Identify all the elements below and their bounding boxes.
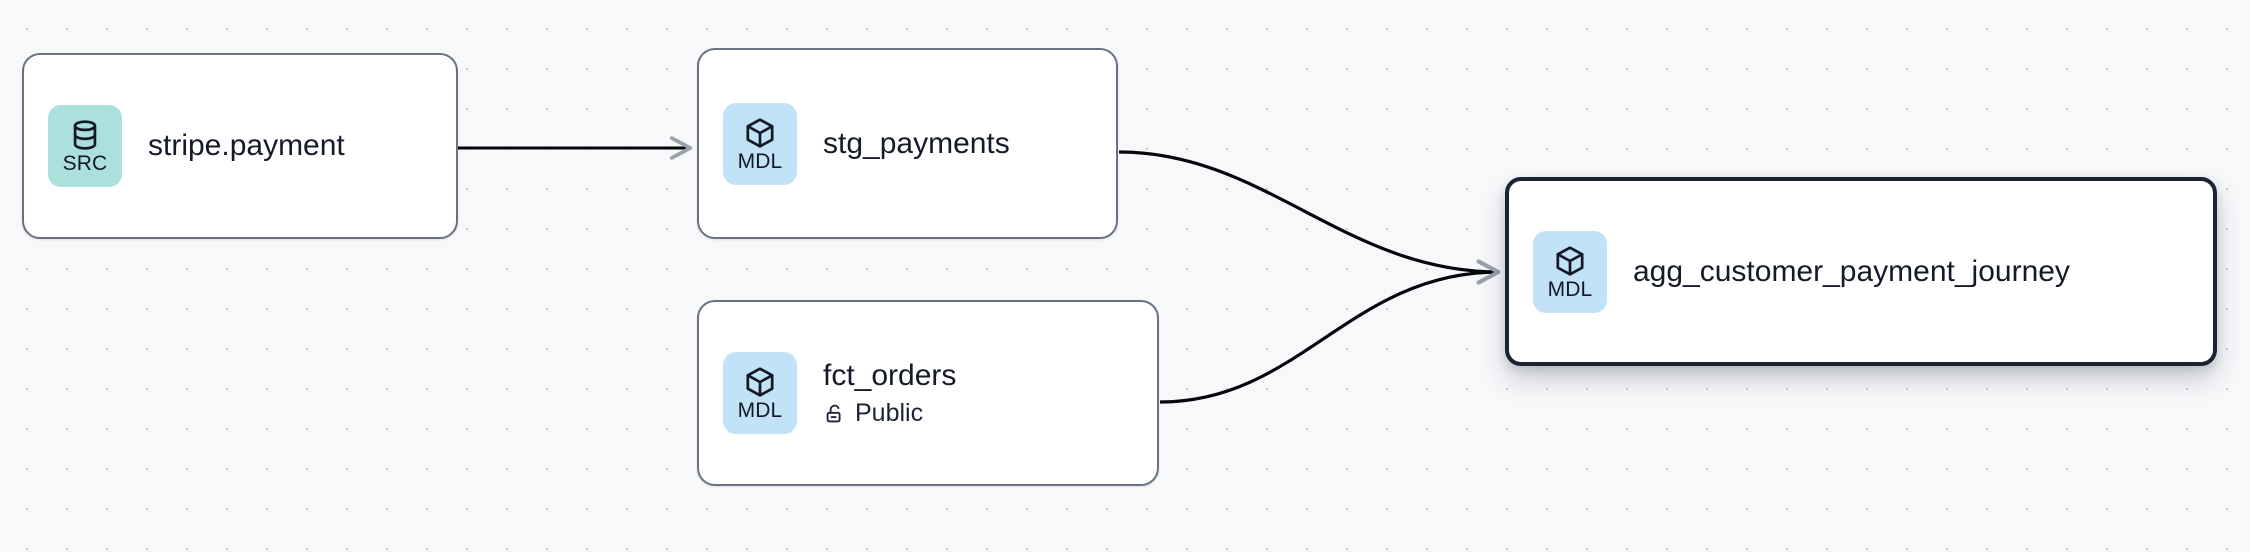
node-visibility: Public bbox=[823, 399, 956, 428]
lineage-node-stripe-payment[interactable]: SRC stripe.payment bbox=[22, 53, 458, 239]
node-title: stripe.payment bbox=[148, 129, 345, 163]
node-badge-mdl: MDL bbox=[1533, 230, 1607, 313]
node-title: stg_payments bbox=[823, 126, 1010, 160]
lineage-node-fct-orders[interactable]: MDL fct_orders Public bbox=[697, 300, 1159, 486]
node-title: agg_customer_payment_journey bbox=[1633, 254, 2070, 288]
node-badge-label: MDL bbox=[737, 399, 783, 422]
node-badge-label: MDL bbox=[1547, 277, 1593, 301]
node-title: fct_orders bbox=[823, 358, 957, 392]
node-badge-src: SRC bbox=[48, 105, 122, 187]
node-badge-label: SRC bbox=[62, 152, 108, 175]
node-visibility-label: Public bbox=[855, 399, 924, 428]
cube-icon bbox=[746, 117, 774, 148]
unlock-icon bbox=[826, 404, 841, 423]
lineage-node-agg-customer-payment-journey[interactable]: MDL agg_customer_payment_journey bbox=[1505, 177, 2217, 366]
node-badge-mdl: MDL bbox=[723, 102, 797, 185]
cube-icon bbox=[1556, 245, 1584, 276]
database-icon bbox=[73, 120, 97, 150]
node-body: stg_payments bbox=[823, 126, 1010, 161]
node-badge-label: MDL bbox=[737, 149, 783, 173]
cube-icon bbox=[746, 367, 774, 397]
lineage-node-stg-payments[interactable]: MDL stg_payments bbox=[697, 48, 1118, 239]
node-badge-mdl: MDL bbox=[723, 352, 797, 434]
edge-stg-to-agg bbox=[1118, 150, 1501, 285]
node-body: fct_orders Public bbox=[823, 358, 956, 428]
node-body: stripe.payment bbox=[148, 128, 345, 163]
edge-fct-to-agg bbox=[1159, 259, 1501, 404]
node-body: agg_customer_payment_journey bbox=[1633, 254, 2070, 289]
